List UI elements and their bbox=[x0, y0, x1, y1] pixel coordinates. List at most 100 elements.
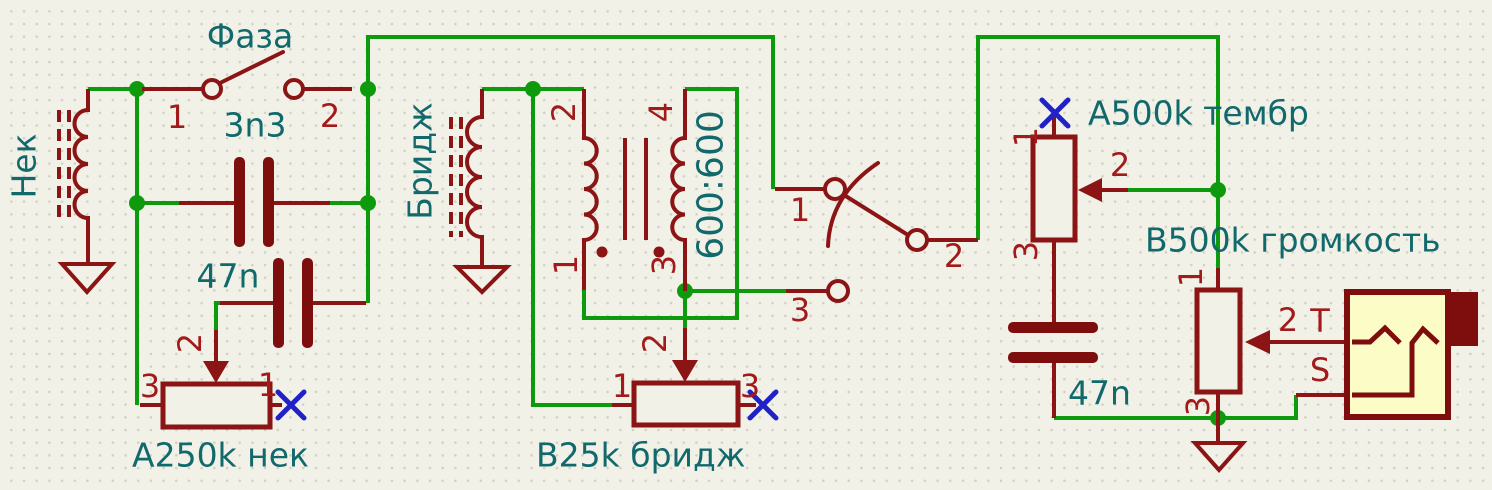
wires[interactable] bbox=[88, 35, 1298, 426]
cap-47n-tone[interactable]: 47n bbox=[1008, 322, 1131, 418]
wire-sleeve[interactable] bbox=[1218, 395, 1298, 420]
ground-icon bbox=[452, 265, 512, 295]
pin-number: 1 bbox=[612, 367, 632, 405]
pot-body[interactable] bbox=[1194, 287, 1243, 395]
pot-bridge[interactable]: 1 3 2 B25k бридж bbox=[536, 328, 779, 475]
wire-bridge-column[interactable] bbox=[531, 89, 612, 407]
pin-number: 1 bbox=[258, 366, 278, 404]
pin-number: 2 bbox=[545, 102, 583, 122]
pickup-core-dashes bbox=[57, 110, 71, 218]
pin-number: 2 bbox=[171, 333, 209, 353]
wire-cap47n-wiper[interactable] bbox=[214, 301, 220, 330]
capacitor-plate bbox=[1008, 352, 1098, 363]
output-jack[interactable]: T S bbox=[1296, 289, 1478, 420]
neck-pickup[interactable]: Нек bbox=[5, 89, 117, 296]
ground-icon bbox=[57, 262, 117, 296]
no-connect-icon bbox=[747, 389, 779, 421]
transformer[interactable]: 2 1 4 3 600:600 bbox=[545, 89, 732, 291]
wiper-arrow-icon bbox=[672, 360, 698, 382]
pot-tone-value[interactable]: A500k тембр bbox=[1088, 94, 1309, 133]
cap-47n-neck[interactable]: 47n bbox=[197, 257, 366, 349]
pin-number: 3 bbox=[1179, 396, 1217, 416]
switch-contact[interactable] bbox=[283, 78, 305, 100]
no-connect-icon bbox=[275, 389, 307, 421]
junction-dot bbox=[129, 195, 145, 211]
pin-number: 2 bbox=[1278, 301, 1298, 339]
phase-switch[interactable]: Фаза 1 2 bbox=[142, 17, 352, 137]
no-connect-icon bbox=[1039, 97, 1071, 129]
wire-transformer-loop[interactable] bbox=[582, 87, 739, 320]
pin-number: 1 bbox=[167, 98, 187, 136]
pin-number: 3 bbox=[740, 367, 760, 405]
pin-lead bbox=[775, 187, 978, 293]
junction-dot bbox=[360, 195, 376, 211]
phase-switch-label[interactable]: Фаза bbox=[207, 17, 293, 56]
pin-lead bbox=[612, 328, 756, 407]
pickup-core-dashes bbox=[449, 117, 463, 237]
capacitor-plate bbox=[1008, 322, 1098, 333]
switch-contact[interactable] bbox=[826, 279, 850, 303]
polarity-dot-icon bbox=[596, 246, 608, 258]
junction-dot bbox=[525, 81, 541, 97]
capacitor-plate bbox=[263, 157, 274, 247]
transformer-core bbox=[623, 138, 648, 240]
inductor-coil[interactable] bbox=[72, 89, 90, 264]
bridge-pickup[interactable]: Бридж bbox=[401, 89, 512, 295]
wire-top-left-run[interactable] bbox=[366, 35, 775, 303]
inductor-coil[interactable] bbox=[465, 89, 484, 267]
switch-lever[interactable] bbox=[842, 193, 910, 237]
jack-sleeve-label: S bbox=[1310, 351, 1330, 389]
pot-neck-value[interactable]: A250k нек bbox=[132, 436, 309, 475]
pot-body[interactable] bbox=[631, 380, 741, 428]
pin-number: 4 bbox=[642, 102, 680, 122]
capacitor-plate bbox=[234, 157, 245, 247]
pin-number: 2 bbox=[636, 333, 674, 353]
pot-volume[interactable]: 1 2 3 B500k громкость bbox=[1145, 221, 1441, 474]
pot-volume-value[interactable]: B500k громкость bbox=[1145, 221, 1441, 260]
junction-dot bbox=[129, 81, 145, 97]
pin-number: 3 bbox=[1007, 241, 1045, 261]
wire-top-right-run[interactable] bbox=[976, 35, 1220, 268]
jack-tip-contact-icon bbox=[1352, 324, 1402, 345]
pot-tone[interactable]: 1 2 3 A500k тембр bbox=[1007, 94, 1309, 323]
pot-body[interactable] bbox=[160, 381, 273, 430]
capacitor-plate bbox=[302, 258, 313, 348]
switch-lever[interactable] bbox=[218, 50, 285, 85]
pin-number: 1 bbox=[1007, 127, 1045, 147]
transformer-winding-right[interactable] bbox=[670, 89, 687, 291]
ground-icon bbox=[1190, 441, 1248, 474]
junction-dot bbox=[1210, 182, 1226, 198]
pin-number: 3 bbox=[790, 291, 810, 329]
pin-number: 3 bbox=[140, 367, 160, 405]
jack-sleeve-contact-icon bbox=[1352, 325, 1440, 398]
switch-throw-arc bbox=[826, 161, 880, 248]
bridge-pickup-label[interactable]: Бридж bbox=[401, 102, 440, 220]
jack-body[interactable] bbox=[1344, 289, 1451, 420]
transformer-winding-left[interactable] bbox=[582, 89, 599, 290]
cap-3n3[interactable]: 3n3 bbox=[179, 106, 330, 248]
junction-dot bbox=[360, 81, 376, 97]
wiper-arrow-icon bbox=[1078, 178, 1102, 202]
selector-switch[interactable]: 1 2 3 bbox=[775, 161, 978, 329]
switch-contact[interactable] bbox=[823, 177, 847, 201]
polarity-dot-icon bbox=[653, 246, 665, 258]
cap-3n3-value[interactable]: 3n3 bbox=[224, 106, 287, 145]
pin-number: 1 bbox=[790, 191, 810, 229]
pin-number: 2 bbox=[1110, 146, 1130, 184]
jack-tip-label: T bbox=[1309, 302, 1330, 340]
cap-47n-tone-value[interactable]: 47n bbox=[1068, 374, 1131, 413]
transformer-ratio[interactable]: 600:600 bbox=[691, 110, 732, 260]
switch-contact[interactable] bbox=[905, 228, 929, 252]
wiper-arrow-icon bbox=[1245, 330, 1270, 354]
jack-bushing bbox=[1445, 292, 1478, 346]
pot-body[interactable] bbox=[1030, 134, 1078, 243]
pot-bridge-value[interactable]: B25k бридж bbox=[536, 436, 746, 475]
switch-contact[interactable] bbox=[201, 78, 223, 100]
pin-number: 1 bbox=[1172, 267, 1210, 287]
cap-47n-value[interactable]: 47n bbox=[197, 257, 260, 296]
pin-number: 1 bbox=[547, 255, 585, 275]
pot-neck[interactable]: 3 1 2 A250k нек bbox=[132, 330, 309, 475]
neck-pickup-label[interactable]: Нек bbox=[5, 133, 44, 198]
